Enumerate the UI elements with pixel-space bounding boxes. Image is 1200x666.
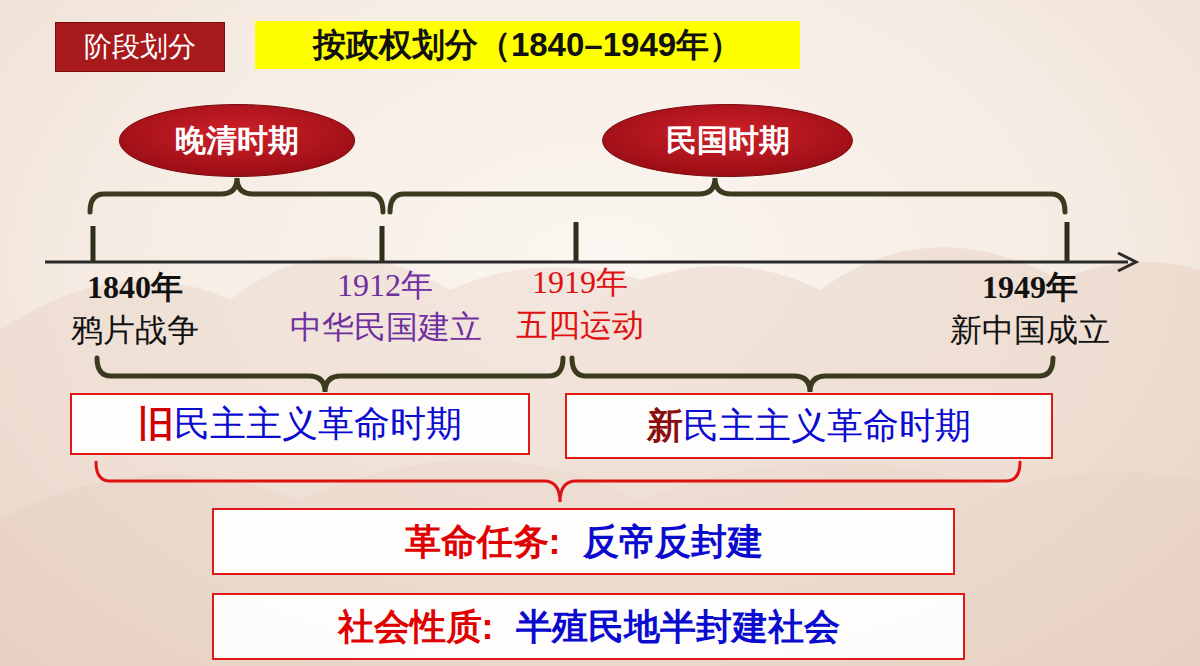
text-row: 晚清时期 bbox=[175, 123, 299, 159]
period-braces bbox=[90, 178, 1065, 392]
label-text: 1919年 bbox=[532, 264, 628, 300]
text-row: 革命任务: 反帝反封建 bbox=[405, 521, 763, 562]
node-text: 民国时期 bbox=[666, 123, 790, 159]
node-text: 旧民主主义革命时期 bbox=[138, 403, 462, 444]
node-text: 新民主主义革命时期 bbox=[647, 405, 971, 446]
label-text: 新中国成立 bbox=[950, 312, 1110, 348]
timeline-axis bbox=[45, 222, 1136, 271]
label-text: 1912年 bbox=[337, 267, 433, 303]
period-ellipse: 民国时期 bbox=[600, 103, 855, 178]
text-row: 新民主主义革命时期 bbox=[647, 405, 971, 446]
title-band: 按政权划分（1840–1949年） bbox=[255, 21, 800, 69]
year-label: 1949年 bbox=[982, 270, 1078, 305]
text-row: 旧民主主义革命时期 bbox=[138, 403, 462, 444]
year-label: 1840年 bbox=[87, 270, 183, 305]
brace bbox=[572, 358, 1053, 392]
event-label: 鸦片战争 bbox=[71, 313, 199, 348]
node-text: 革命任务: bbox=[405, 521, 561, 562]
text-row: 民国时期 bbox=[666, 123, 790, 159]
period-ellipse: 晚清时期 bbox=[117, 103, 357, 178]
period-box: 旧民主主义革命时期 bbox=[70, 393, 530, 455]
label-text: 中华民国建立 bbox=[290, 309, 482, 345]
brace bbox=[390, 178, 1065, 212]
brace bbox=[97, 358, 563, 392]
axis-ticks bbox=[93, 222, 1067, 262]
node-text: 反帝反封建 bbox=[583, 521, 763, 562]
axis-line bbox=[45, 261, 1128, 264]
node-text: 按政权划分（1840–1949年） bbox=[313, 26, 742, 64]
tick bbox=[1065, 222, 1070, 262]
summary-box: 革命任务: 反帝反封建 bbox=[212, 508, 955, 575]
axis-arrow bbox=[1118, 253, 1136, 271]
section-tag: 阶段划分 bbox=[55, 22, 225, 72]
mountain-silhouette bbox=[0, 247, 1200, 666]
node-text: 阶段划分 bbox=[84, 31, 196, 63]
brace bbox=[90, 178, 383, 212]
text-row: 按政权划分（1840–1949年） bbox=[313, 26, 742, 64]
node-text: 半殖民地半封建社会 bbox=[516, 606, 840, 647]
event-label: 中华民国建立 bbox=[290, 310, 482, 345]
period-box: 新民主主义革命时期 bbox=[565, 393, 1053, 459]
tick bbox=[91, 226, 96, 262]
year-label: 1912年 bbox=[337, 268, 433, 303]
ellipse-outline bbox=[603, 105, 853, 177]
node-text: 晚清时期 bbox=[175, 123, 299, 159]
year-label: 1919年 bbox=[532, 265, 628, 300]
label-text: 1949年 bbox=[982, 269, 1078, 305]
summary-box: 社会性质: 半殖民地半封建社会 bbox=[212, 593, 965, 660]
ellipse-outline bbox=[119, 105, 354, 177]
label-text: 五四运动 bbox=[516, 307, 644, 343]
tick bbox=[574, 222, 579, 262]
event-label: 新中国成立 bbox=[950, 313, 1110, 348]
text-row: 社会性质: 半殖民地半封建社会 bbox=[338, 606, 840, 647]
node-text: 社会性质: bbox=[338, 606, 494, 647]
label-text: 1840年 bbox=[87, 269, 183, 305]
text-row: 阶段划分 bbox=[84, 31, 196, 63]
event-label: 五四运动 bbox=[516, 308, 644, 343]
tick bbox=[380, 226, 385, 262]
label-text: 鸦片战争 bbox=[71, 312, 199, 348]
brace bbox=[96, 462, 1020, 502]
